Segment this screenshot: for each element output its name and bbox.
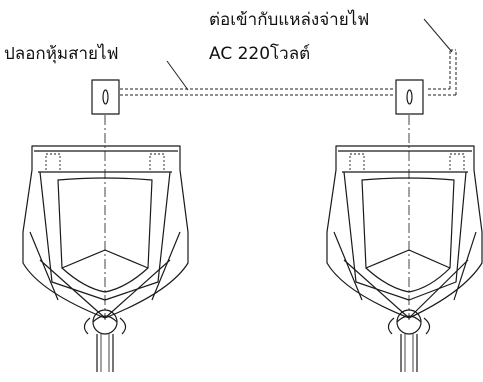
- conduit-label: ปลอกหุ้มสายไฟ: [4, 44, 119, 64]
- power-supply-label: ต่อเข้ากับแหล่งจ่ายไฟ: [209, 10, 370, 30]
- sensor-box-left: [91, 79, 120, 115]
- voltage-label: AC 220โวลต์: [209, 44, 311, 64]
- conduit-wiring: [120, 49, 457, 96]
- urinal-left: [22, 79, 189, 372]
- urinal-right: [326, 79, 483, 372]
- leader-lines: [166, 18, 453, 91]
- sensor-box-right: [395, 79, 424, 115]
